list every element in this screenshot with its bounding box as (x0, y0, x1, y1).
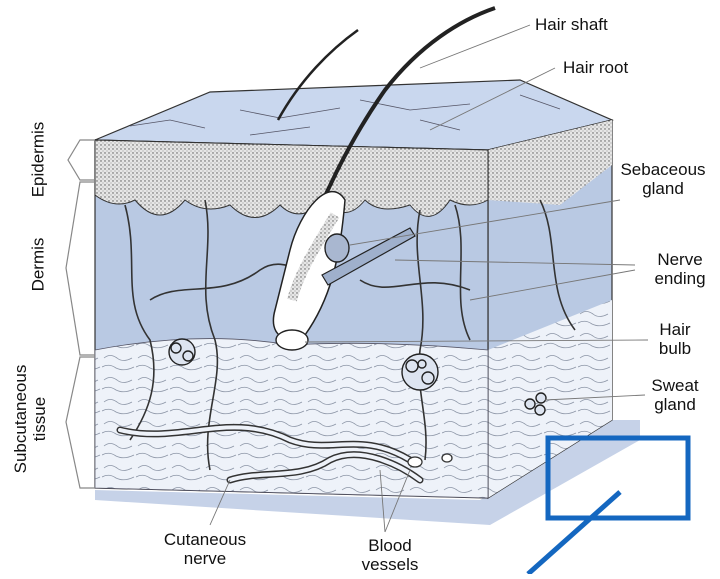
label-blood-vessels: Blood vessels (345, 536, 435, 574)
label-blood-line2: vessels (345, 555, 435, 574)
label-cutaneous-line2: nerve (150, 549, 260, 568)
label-hair-bulb: Hair bulb (645, 320, 705, 358)
label-nerve-ending: Nerve ending (640, 250, 720, 288)
label-nerve-line2: ending (640, 269, 720, 288)
label-bulb-line1: Hair (645, 320, 705, 339)
label-subcutaneous-line2: tissue (30, 349, 49, 489)
label-cutaneous-line1: Cutaneous (150, 530, 260, 549)
epidermis-layer (95, 140, 488, 218)
label-subcutaneous-line1: Subcutaneous (11, 349, 30, 489)
layer-brackets (66, 140, 95, 488)
label-sebaceous-gland: Sebaceous gland (608, 160, 718, 198)
label-hair-root: Hair root (563, 58, 628, 77)
label-nerve-line1: Nerve (640, 250, 720, 269)
label-sweat-line2: gland (640, 395, 710, 414)
label-subcutaneous-tissue: Subcutaneous tissue (11, 349, 49, 489)
label-bulb-line2: bulb (645, 339, 705, 358)
label-dermis: Dermis (29, 225, 48, 305)
label-blood-line1: Blood (345, 536, 435, 555)
label-sweat-line1: Sweat (640, 376, 710, 395)
label-sebaceous-line2: gland (608, 179, 718, 198)
label-sebaceous-line1: Sebaceous (608, 160, 718, 179)
label-epidermis: Epidermis (29, 110, 48, 210)
label-sweat-gland: Sweat gland (640, 376, 710, 414)
pointer-line (528, 492, 620, 574)
label-cutaneous-nerve: Cutaneous nerve (150, 530, 260, 568)
label-hair-shaft: Hair shaft (535, 15, 608, 34)
